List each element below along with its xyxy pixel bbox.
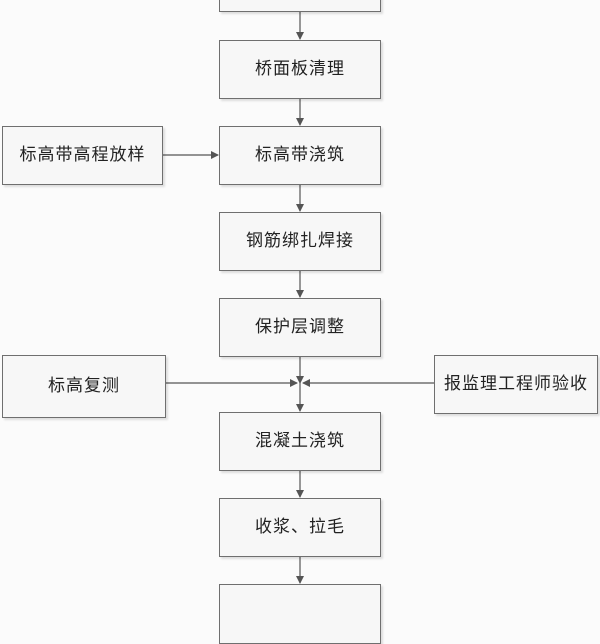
flow-step-1: 桥面板清理	[219, 40, 381, 99]
flow-step-7	[219, 584, 381, 644]
flow-step-0	[219, 0, 381, 12]
flow-step-4: 保护层调整	[219, 298, 381, 357]
side-box-supervisor-acceptance: 报监理工程师验收	[434, 355, 598, 414]
flow-step-6: 收浆、拉毛	[219, 498, 381, 557]
flow-step-5: 混凝土浇筑	[219, 412, 381, 471]
side-box-elevation-layout: 标高带高程放样	[2, 126, 163, 185]
flow-step-3: 钢筋绑扎焊接	[219, 212, 381, 271]
flow-step-2: 标高带浇筑	[219, 126, 381, 185]
side-box-elevation-recheck: 标高复测	[2, 355, 166, 418]
connector-layer	[163, 12, 434, 584]
